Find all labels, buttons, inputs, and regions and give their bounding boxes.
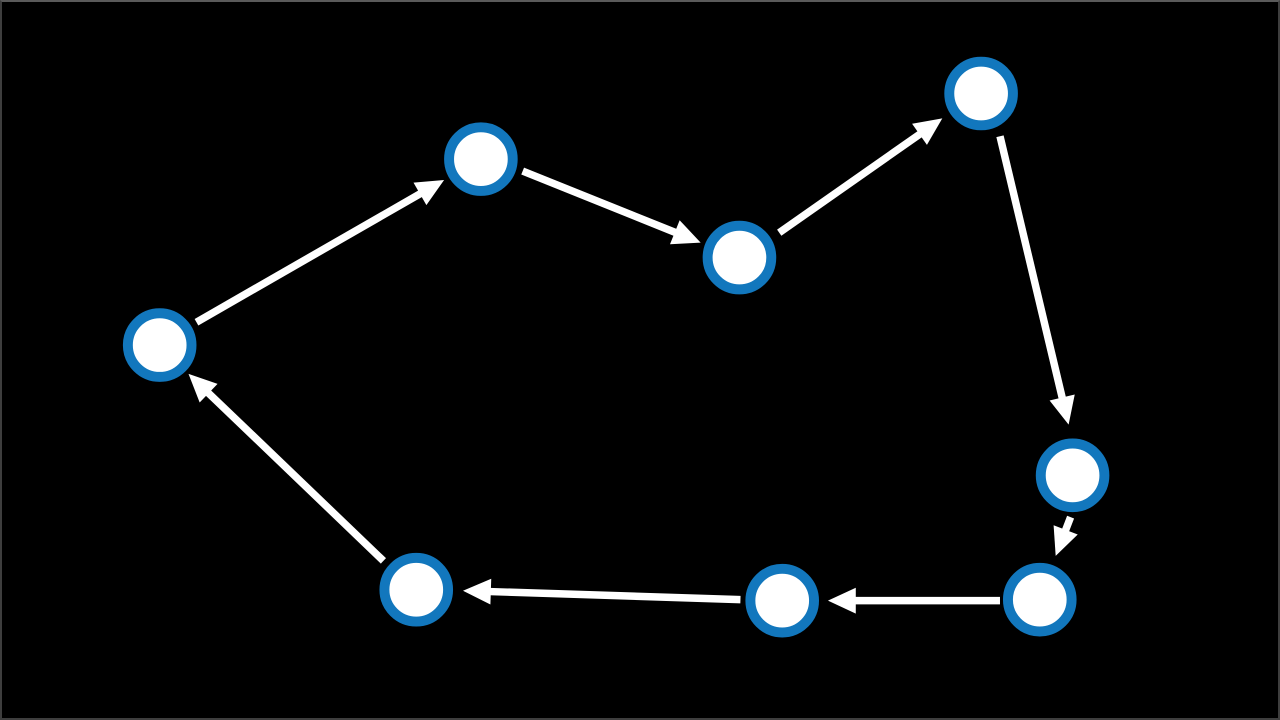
- node-top-right: [944, 56, 1018, 131]
- arrowhead-icon: [827, 587, 856, 614]
- node-top-left: [444, 122, 518, 196]
- node-middle: [702, 220, 777, 295]
- edge-node-top-left-to-node-middle: [521, 167, 701, 245]
- edge-node-bottom-right-to-node-bottom-middle: [827, 587, 1000, 614]
- arrowhead-icon: [670, 220, 701, 245]
- edge-shaft: [489, 587, 741, 604]
- edge-node-middle-to-node-top-right: [777, 118, 943, 236]
- edge-node-bottom-middle-to-node-bottom-left: [462, 578, 741, 605]
- edge-node-bottom-left-to-node-left: [188, 373, 387, 564]
- edge-shaft: [996, 135, 1067, 400]
- edge-node-right-to-node-bottom-right: [1053, 515, 1078, 556]
- node-bottom-right: [1002, 562, 1077, 637]
- node-right: [1035, 438, 1110, 513]
- arrowhead-icon: [462, 578, 492, 605]
- arrowhead-icon: [413, 180, 445, 206]
- edge-shaft: [194, 190, 423, 326]
- edge-shaft: [1061, 515, 1075, 533]
- node-bottom-middle: [745, 563, 820, 638]
- node-bottom-left: [379, 552, 454, 627]
- edge-node-top-right-to-node-right: [996, 135, 1075, 425]
- edge-node-left-to-node-top-left: [194, 180, 445, 326]
- edge-shaft: [777, 130, 923, 236]
- arrowhead-icon: [188, 373, 218, 403]
- node-left: [122, 308, 197, 382]
- arrowhead-icon: [1053, 525, 1078, 556]
- arrowhead-icon: [1049, 394, 1075, 425]
- edge-shaft: [521, 167, 678, 237]
- edge-shaft: [205, 389, 387, 564]
- arrowhead-icon: [912, 118, 943, 145]
